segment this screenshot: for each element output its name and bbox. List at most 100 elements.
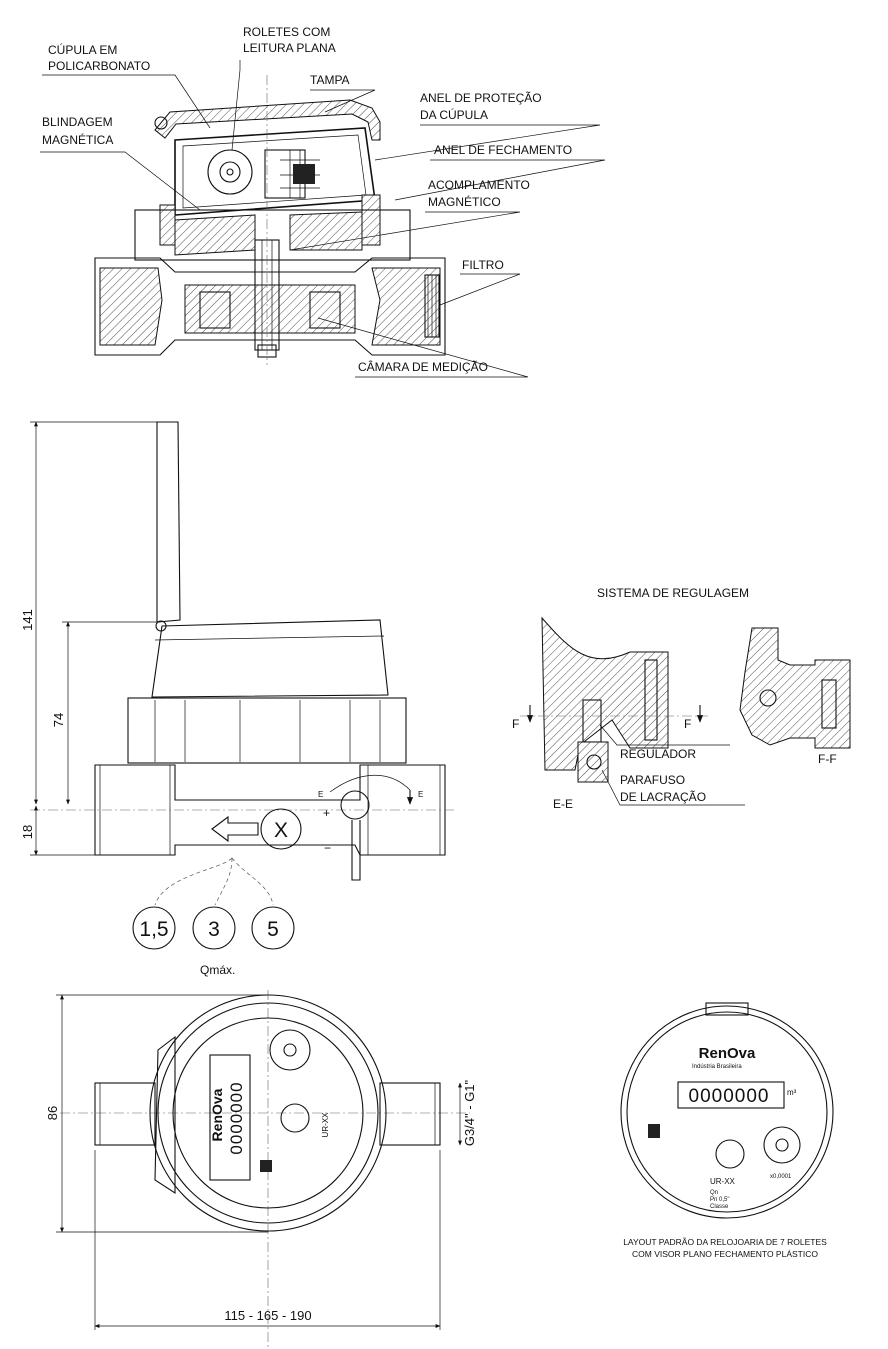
label-parafuso-2: DE LACRAÇÃO <box>620 790 706 804</box>
top-logo-icon <box>260 1160 272 1172</box>
top-view: RenOva 0000000 UR-XX 86 G3/4" - G1" 115 … <box>45 990 477 1349</box>
label-blindagem-2: MAGNÉTICA <box>42 132 113 147</box>
ee-screen <box>644 659 658 741</box>
dim-18: 18 <box>20 825 35 839</box>
qmax-bubble-2 <box>192 906 236 950</box>
roller-gear <box>207 149 253 195</box>
upper-body <box>134 209 411 261</box>
layout-small-dial <box>763 1126 801 1164</box>
label-roletes-2: LEITURA PLANA <box>243 41 336 55</box>
leader-cupula <box>42 74 211 129</box>
leader-camara <box>317 317 529 378</box>
seal-tail <box>351 820 361 881</box>
leader-roletes <box>231 60 241 151</box>
top-ring-2 <box>157 1002 379 1224</box>
label-blindagem-1: BLINDAGEM <box>42 115 113 129</box>
lid-section <box>154 99 381 141</box>
chamber-window-right <box>309 291 341 329</box>
top-pipe-left <box>94 1082 156 1146</box>
leader-acoplamento <box>289 211 521 251</box>
label-anel-protecao-2: DA CÚPULA <box>420 107 488 122</box>
layout-model: UR-XX <box>710 1177 736 1186</box>
qmax-value-1: 1,5 <box>139 918 168 941</box>
leader-filtro <box>439 273 521 306</box>
meter-body <box>94 257 446 356</box>
qmax-bubble-1 <box>132 906 176 950</box>
label-filtro: FILTRO <box>462 258 504 272</box>
leader-regulador <box>599 724 730 746</box>
layout-lid-tab <box>705 1002 749 1016</box>
top-digits: 0000000 <box>227 1081 246 1154</box>
x-marker-circle <box>260 808 302 850</box>
dim-length: 115 - 165 - 190 <box>224 1308 311 1323</box>
label-camara: CÂMARA DE MEDIÇÃO <box>358 359 488 374</box>
ring-ribs <box>154 700 381 762</box>
top-dial-face <box>172 1017 364 1209</box>
open-lid <box>156 421 181 623</box>
leader-anel-protecao <box>374 124 601 161</box>
label-cupula-1: CÚPULA EM <box>48 42 117 57</box>
dim-141: 141 <box>20 609 35 631</box>
magnetic-shield-right <box>289 211 363 251</box>
roller-center <box>226 168 234 176</box>
layout-caption-1: LAYOUT PADRÃO DA RELOJOARIA DE 7 ROLETES <box>623 1237 827 1247</box>
label-regulador: REGULADOR <box>620 747 696 761</box>
dim-86: 86 <box>45 1106 60 1120</box>
ring-body <box>127 697 407 764</box>
qmax-leader-1 <box>154 857 233 906</box>
dome-outline <box>174 127 376 216</box>
qmax-value-3: 5 <box>267 918 279 941</box>
dial-layout: RenOva Indústria Brasileira 0000000 m³ x… <box>620 1002 834 1259</box>
dome-inner <box>182 134 367 209</box>
seal-screw-hole <box>586 754 602 770</box>
top-small-dial-hub <box>283 1043 297 1057</box>
seal-ring <box>340 790 370 820</box>
layout-spec-1: Qn <box>710 1190 718 1196</box>
cap-line <box>154 635 385 641</box>
layout-digits: 0000000 <box>689 1086 770 1107</box>
layout-spec-2: Pn 0,5" <box>710 1197 729 1203</box>
label-anel-fechamento: ANEL DE FECHAMENTO <box>434 143 572 157</box>
top-lid <box>154 1035 176 1195</box>
dim-74: 74 <box>51 713 66 727</box>
layout-brand: RenOva <box>699 1045 756 1062</box>
dim-thread: G3/4" - G1" <box>462 1079 477 1146</box>
f-mark-right: F <box>684 717 691 731</box>
regulation-system: SISTEMA DE REGULAGEM F F REGULADOR PARAF… <box>512 586 851 811</box>
label-acoplamento-1: ACOMPLAMENTO <box>428 178 530 192</box>
layout-inner-ring <box>626 1011 828 1213</box>
side-view: X + − E E 141 74 18 1,5 3 5 Qmáx. <box>20 421 455 977</box>
measuring-chamber <box>184 284 356 334</box>
top-brand: RenOva <box>209 1088 225 1141</box>
e-mark-left: E <box>318 790 323 799</box>
top-model: UR-XX <box>321 1112 330 1138</box>
qmax-label: Qmáx. <box>200 963 235 977</box>
label-cupula-2: POLICARBONATO <box>48 59 150 73</box>
layout-outer-ring <box>620 1005 834 1219</box>
section-view: ROLETES COM LEITURA PLANA CÚPULA EM POLI… <box>40 25 606 378</box>
inlet-left <box>99 267 163 346</box>
lower-body <box>94 764 446 856</box>
f-mark-left: F <box>512 717 519 731</box>
leader-tampa <box>310 89 376 113</box>
leader-anel-fechamento <box>394 159 606 201</box>
seal-screw <box>577 741 609 783</box>
plus-sign: + <box>323 806 330 820</box>
x-marker: X <box>274 819 288 842</box>
regulation-title: SISTEMA DE REGULAGEM <box>597 586 749 600</box>
ff-screen <box>821 679 837 729</box>
qmax-value-2: 3 <box>208 918 220 941</box>
top-star-wheel <box>280 1103 310 1133</box>
layout-dial-label: x0,0001 <box>770 1174 792 1180</box>
layout-small-dial-hub <box>775 1138 789 1152</box>
gear-block <box>293 164 315 184</box>
leader-parafuso <box>601 769 745 806</box>
layout-star-wheel <box>715 1139 745 1169</box>
layout-unit: m³ <box>787 1088 797 1097</box>
qmax-leader-2 <box>214 857 233 906</box>
ee-section-body <box>541 616 669 771</box>
lid-hinge <box>154 116 168 130</box>
top-counter-window <box>209 1054 251 1181</box>
qmax-leader-3 <box>231 857 274 906</box>
shaft-lines <box>261 240 273 350</box>
